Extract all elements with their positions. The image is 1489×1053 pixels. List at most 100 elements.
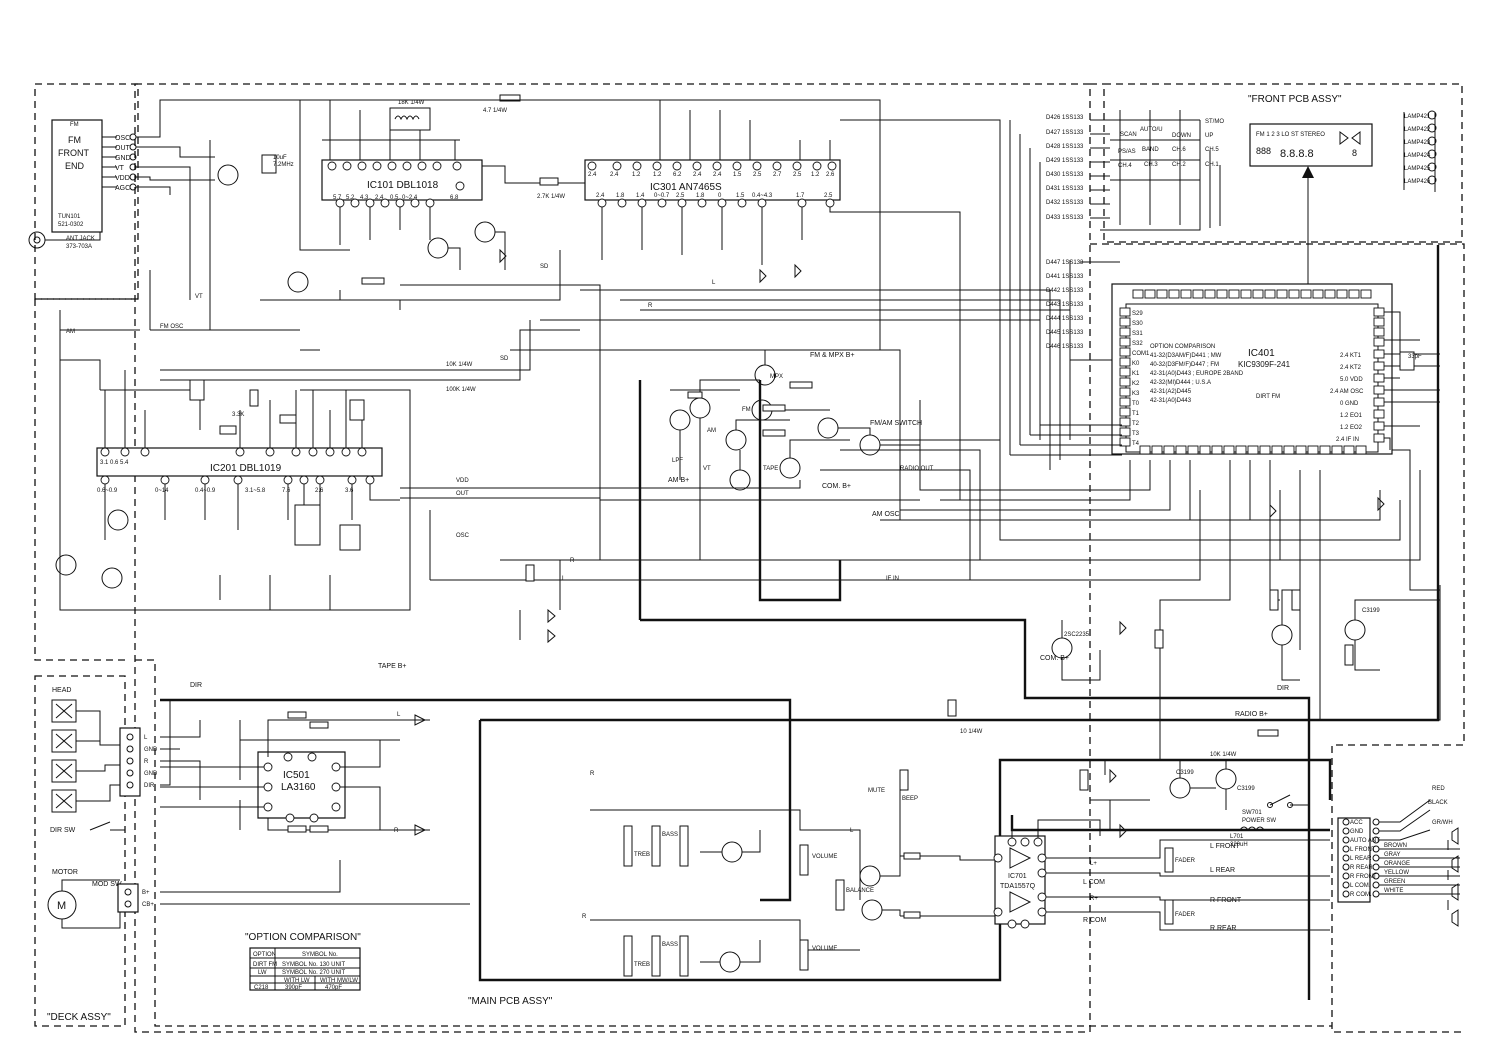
ic301-b11: 2.5 — [824, 193, 833, 199]
ic401-part: KIC9309F-241 — [1238, 360, 1291, 369]
l-label-3: L — [397, 712, 401, 718]
tuner-pin-out: OUT — [115, 145, 131, 152]
tape-b-label: TAPE B+ — [378, 663, 406, 670]
wire-red: RED — [1432, 786, 1445, 792]
ic101-v2: 5.2 — [346, 195, 355, 201]
q702-label: C3199 — [1237, 786, 1255, 792]
key-psas: PS/AS — [1118, 149, 1136, 155]
tuner-pin-vt: VT — [115, 165, 125, 172]
r216-label: 10K 1/4W — [446, 362, 473, 368]
dir-label-2: DIR — [1277, 685, 1289, 692]
treb-label-2: TREB — [634, 962, 650, 968]
key-ch1: CH.1 — [1205, 162, 1219, 168]
lcd-legend: FM 1 2 3 LO ST STEREO — [1256, 132, 1325, 138]
ic401-rpin-2: 2.4 KT2 — [1340, 365, 1362, 371]
ic101-v4: 2.4 — [375, 195, 384, 201]
ic301-b2: 1.8 — [616, 193, 625, 199]
power-switch: SW701 POWER SW L701 220uH — [1230, 794, 1310, 848]
vt-label-2: VT — [703, 466, 711, 472]
wire-gray: GRAY — [1384, 852, 1401, 858]
ic401-lpin-13: T3 — [1132, 431, 1140, 437]
ic301-b5: 2.5 — [676, 193, 685, 199]
misc-components — [219, 177, 1385, 839]
key-ch5: CH.5 — [1205, 147, 1219, 153]
ic401-lpin-7: K1 — [1132, 371, 1140, 377]
diode-d433: D433 1SS133 — [1046, 215, 1084, 221]
l-label-4: L — [850, 828, 854, 834]
wire-yellow: YELLOW — [1384, 870, 1409, 876]
front-pcb-title: "FRONT PCB ASSY" — [1248, 94, 1342, 105]
lcd-seg2: 8.8.8.8 — [1280, 148, 1314, 160]
ic201-t1: 3.1 — [100, 460, 109, 466]
lamp-422: LAMP422 — [1404, 127, 1431, 133]
sw701-label: SW701 — [1242, 810, 1262, 816]
c402-label: 33pF — [1408, 354, 1422, 360]
r719-label: 10K 1/4W — [1210, 752, 1237, 758]
r-plus-label: R+ — [1090, 896, 1098, 902]
diode-d446: D446 1SS133 — [1046, 344, 1084, 350]
output-connector: ACC GND AUTO ANT L FRONT L REAR R REAR R… — [1337, 786, 1460, 927]
lcd-seg3: 8 — [1352, 148, 1357, 158]
ic401-lpin-12: T2 — [1132, 421, 1140, 427]
ic101-v1: 5.7 — [333, 195, 342, 201]
l-front-label: L FRONT — [1210, 843, 1240, 850]
ic301-t9: 2.5 — [753, 172, 762, 178]
option-sh3: WITH MW/LW — [320, 978, 358, 984]
ic401-opt-3: 42-31(A0)D443 ; EUROPE 2BAND — [1150, 371, 1244, 377]
ic401-opt-5: 42-31(A2)D445 — [1150, 389, 1192, 395]
ic701-part: TDA1557Q — [1000, 883, 1036, 890]
lcd-seg1: 888 — [1256, 146, 1271, 156]
ic301-t4: 1.2 — [653, 172, 662, 178]
motor-label: MOTOR — [52, 869, 78, 876]
r111-label: 18K 1/4W — [398, 100, 425, 106]
lamp-423: LAMP423 — [1404, 140, 1431, 146]
ic301-t3: 1.2 — [632, 172, 641, 178]
ic301-block: IC301 AN7465S 2.7K 1/4W 2.4 2.4 1.2 1.2 … — [537, 100, 870, 265]
tuner-line2: FRONT — [58, 148, 89, 158]
ic401-opt-1: 41-32(D3AM/F)D441 ; MW — [1150, 353, 1222, 359]
ic401-lpin-4: S32 — [1132, 341, 1143, 347]
wire-black: BLACK — [1428, 800, 1448, 806]
wire-white: WHITE — [1384, 888, 1403, 894]
ic301-t5: 6.2 — [673, 172, 682, 178]
option-table: "OPTION COMPARISON" OPTION SYMBOL No. DI… — [245, 932, 361, 991]
ic401-opt-note: DIRT FM — [1256, 394, 1280, 400]
lpf-label: LPF — [672, 458, 683, 464]
ic301-t8: 1.5 — [733, 172, 742, 178]
ic701-label: IC701 — [1008, 873, 1027, 880]
out-pin-rcom: R COM. — [1350, 892, 1372, 898]
l-rear-label: L REAR — [1210, 867, 1235, 874]
tuner-part: TUN101 — [58, 214, 81, 220]
key-ch2: CH.2 — [1172, 162, 1186, 168]
ic501-block: IC501 LA3160 — [160, 711, 430, 836]
l701-value: 220uH — [1230, 842, 1248, 848]
balance-label: BALANCE — [846, 888, 874, 894]
wire-green: GREEN — [1384, 879, 1405, 885]
r-label-3: R — [590, 771, 595, 777]
ic201-b1: 0.6~0.9 — [97, 488, 118, 494]
ic401-opt-title: OPTION COMPARISON — [1150, 344, 1215, 350]
am-sw-label: AM — [707, 428, 716, 434]
sd-label: SD — [500, 356, 509, 362]
fader-label-1: FADER — [1175, 858, 1196, 864]
ic301-b8: 1.5 — [736, 193, 745, 199]
ic401-rpin-6: 1.2 EO1 — [1340, 413, 1363, 419]
dir-label: DIR — [190, 682, 202, 689]
ic701-block: IC701 TDA1557Q FADER FADER — [993, 815, 1330, 931]
ic101-v5: 0.5 — [390, 195, 399, 201]
option-r1c1: DIRT FM — [253, 962, 277, 968]
lamp-425: LAMP425 — [1404, 166, 1431, 172]
vdd-label: VDD — [456, 478, 469, 484]
fm-sw-label: FM — [742, 407, 751, 413]
mod-sw-label: MOD SW — [92, 881, 122, 888]
r-label-2: R — [570, 558, 575, 564]
ic301-b6: 1.8 — [696, 193, 705, 199]
ic301-b1: 2.4 — [596, 193, 605, 199]
ic401-opt-2: 40-32(D3FM/F)D447 ; FM — [1150, 362, 1219, 368]
l-label-1: L — [712, 280, 716, 286]
ic201-block: IC201 DBL1019 3.1 0.6 5.4 0.6~0.9 0~14 0… — [55, 370, 899, 611]
power-sw-label: POWER SW — [1242, 818, 1276, 824]
lamp-421: LAMP421 — [1404, 114, 1431, 120]
r210-label: 3.3K — [232, 412, 244, 418]
ic201-b4: 3.1~5.8 — [245, 488, 266, 494]
